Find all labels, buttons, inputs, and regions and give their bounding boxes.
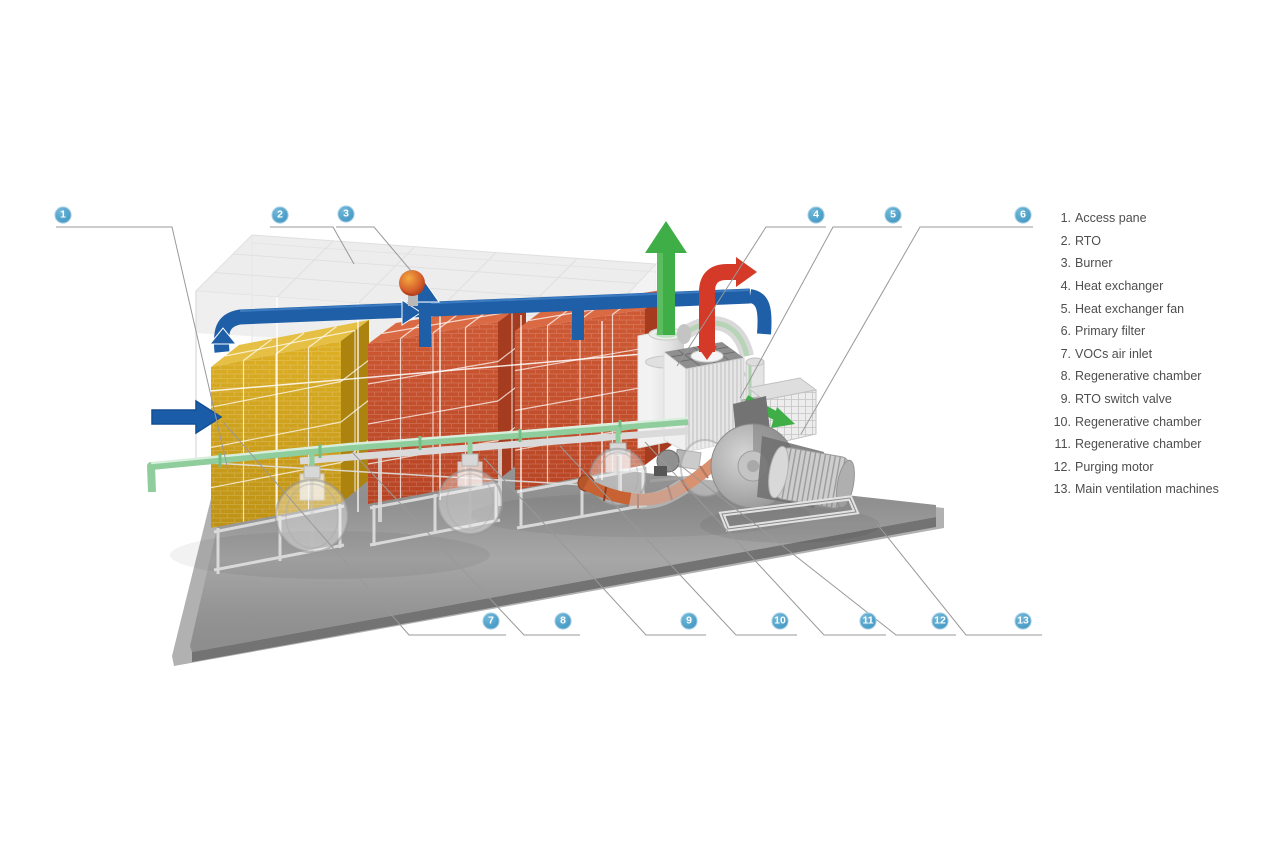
callout-badge-6: 6 (1014, 206, 1032, 224)
legend-item-number: 1. (1060, 211, 1071, 226)
legend-item-label: RTO (1075, 233, 1101, 248)
callout-badge-9: 9 (680, 612, 698, 630)
exhaust-arrow-green (645, 221, 687, 335)
switch-valve-2 (436, 453, 504, 536)
legend-item-label: Burner (1075, 256, 1113, 271)
legend-item-label: Access pane (1075, 211, 1147, 226)
callout-badge-13: 13 (1014, 612, 1032, 630)
callout-badge-12: 12 (931, 612, 949, 630)
legend-item: 2. RTO (1049, 230, 1219, 253)
legend-item: 1. Access pane (1049, 207, 1219, 230)
legend-item-number: 4. (1060, 279, 1071, 294)
legend-item-number: 8. (1060, 369, 1071, 384)
legend-item-label: Regenerative chamber (1075, 369, 1202, 384)
legend-item-label: Heat exchanger (1075, 279, 1164, 294)
callout-badge-2: 2 (271, 206, 289, 224)
callout-badge-4: 4 (807, 206, 825, 224)
hot-air-arrow-red (697, 257, 757, 360)
legend-item: 10. Regenerative chamber (1049, 410, 1219, 433)
fan-base (718, 495, 860, 532)
callout-badge-7: 7 (482, 612, 500, 630)
legend-item-label: Regenerative chamber (1075, 414, 1202, 429)
legend-item-number: 6. (1060, 324, 1071, 339)
legend-item: 4. Heat exchanger (1049, 275, 1219, 298)
callout-badge-5: 5 (884, 206, 902, 224)
callout-badge-11: 11 (859, 612, 877, 630)
callout-badge-8: 8 (554, 612, 572, 630)
legend-item-number: 2. (1060, 233, 1071, 248)
legend-item-label: RTO switch valve (1075, 392, 1172, 407)
legend-item: 9. RTO switch valve (1049, 388, 1219, 411)
legend-item-number: 9. (1060, 392, 1071, 407)
legend-item-number: 3. (1060, 256, 1071, 271)
legend-item-label: Regenerative chamber (1075, 437, 1202, 452)
legend-item: 3. Burner (1049, 252, 1219, 275)
legend-item-number: 7. (1060, 346, 1071, 361)
legend-item: 5. Heat exchanger fan (1049, 297, 1219, 320)
switch-valve-1 (274, 465, 350, 554)
legend-item-label: Primary filter (1075, 324, 1146, 339)
callout-badge-3: 3 (337, 205, 355, 223)
legend-item: 8. Regenerative chamber (1049, 365, 1219, 388)
duct-flow-arrow (401, 299, 422, 326)
legend-item: 11. Regenerative chamber (1049, 433, 1219, 456)
legend-item: 13. Main ventilation machines (1049, 478, 1219, 501)
rto-top-duct-blue (208, 281, 772, 353)
legend-item-number: 10. (1053, 414, 1071, 429)
voc-inlet-arrow (151, 399, 223, 435)
legend-item: 6. Primary filter (1049, 320, 1219, 343)
chamber-up-arrow (208, 327, 238, 345)
legend-item-number: 5. (1060, 301, 1071, 316)
legend: 1. Access pane 2. RTO 3. Burner 4. Heat exchang… (1049, 207, 1219, 501)
legend-item-label: Purging motor (1075, 459, 1154, 474)
main-ventilation-fan (680, 396, 860, 532)
legend-item-label: VOCs air inlet (1075, 346, 1153, 361)
rto-switch-valves (274, 442, 648, 554)
legend-item-number: 11. (1054, 437, 1071, 452)
legend-item-number: 12. (1053, 459, 1071, 474)
purging-motor (649, 448, 703, 483)
leader-lines (56, 226, 1042, 636)
legend-item-label: Heat exchanger fan (1075, 301, 1185, 316)
callout-badge-1: 1 (54, 206, 72, 224)
legend-item-label: Main ventilation machines (1075, 482, 1219, 497)
legend-item-number: 13. (1053, 482, 1071, 497)
legend-item: 7. VOCs air inlet (1049, 343, 1219, 366)
callout-badge-10: 10 (771, 612, 789, 630)
legend-item: 12. Purging motor (1049, 456, 1219, 479)
chamber-support-frames (213, 466, 648, 574)
burner-ball (399, 270, 425, 306)
